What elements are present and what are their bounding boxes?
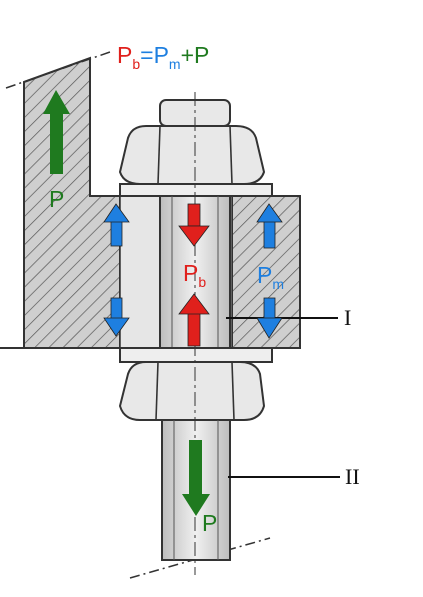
formula-plus-p: +P [180,42,210,68]
plate-force-arrow-right-down [256,297,283,339]
plate-force-main: P [257,262,273,288]
bolt-head [118,99,266,185]
formula-label: Pb=Pm+P [117,42,210,72]
force-arrow-down-green [182,440,210,516]
bolt-force-arrow-up [178,293,210,347]
formula-equals: = [140,42,154,68]
upper-clamped-plate [23,56,121,349]
bottom-washer [119,347,273,363]
top-washer [119,183,273,197]
top-break-line [5,51,111,89]
plate-force-sub: m [272,276,285,292]
bottom-break-line [129,537,271,579]
section-label-1: I [344,305,352,330]
plate-force-arrow-left-down [103,297,130,337]
bolt-force-arrow-down [178,203,210,247]
external-force-label-top: P [49,186,65,212]
formula-pm-main: P [153,42,169,68]
plate-force-label: Pm [257,262,284,292]
bolt-force-label: Pb [183,260,206,290]
section-label-2: II [345,464,360,489]
formula-pb-main: P [117,42,133,68]
force-arrow-up-green [43,90,70,174]
bolt-force-main: P [183,260,199,286]
formula-pb-sub: b [132,56,141,72]
external-force-label-bottom: P [202,510,218,536]
bolt-force-sub: b [198,274,207,290]
plate-force-arrow-right-up [256,203,283,249]
nut [118,361,266,421]
formula-pm-sub: m [168,56,181,72]
plate-force-arrow-left-up [103,203,130,247]
